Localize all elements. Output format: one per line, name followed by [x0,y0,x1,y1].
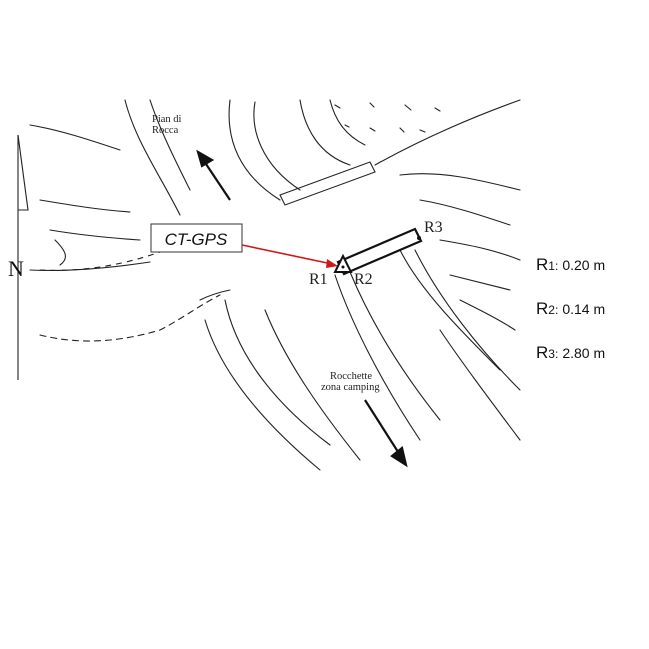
road-line [334,274,421,441]
legend-value: 0.20 m [562,257,606,273]
legend-sep: : [554,259,559,273]
north-label: N [8,256,24,281]
receiver-label-r3: R3 [424,219,443,236]
legend-value: 2.80 m [562,345,606,361]
legend-sep: : [554,303,559,317]
north-arrow [17,134,29,380]
legend-key: R [536,299,549,318]
building-outline [279,161,376,206]
contour-line [459,299,516,331]
legend-row-r1: R1:0.20 m [536,255,605,275]
contour-line [29,261,151,272]
contour-line [264,309,361,461]
station-box: CT-GPS [150,223,243,253]
direction-arrow-south [364,399,408,468]
contour-line [39,199,131,213]
contour-line [228,99,281,201]
legend-sep: : [554,347,559,361]
trail-line [39,251,161,271]
legend-key: R [536,255,549,274]
legend-row-r2: R2:0.14 m [536,299,605,319]
direction-arrow-north [196,149,231,201]
contour-line [124,99,181,216]
contour-line [299,99,351,166]
road-line [399,249,501,371]
contour-line [29,124,121,151]
contour-line [199,289,231,301]
trail-line [39,294,221,342]
contour-line [149,99,191,191]
vegetation-mark [334,102,441,133]
contour-line [374,99,521,166]
contour-line [439,239,521,261]
place-label-bottom: Rocchette zona camping [321,371,380,393]
legend-sub: 3 [548,347,555,361]
legend-sub: 1 [548,259,555,273]
contour-line [253,101,301,191]
receiver-bar [336,227,423,276]
contour-line [54,239,66,266]
road-line [439,329,521,441]
legend-sub: 2 [548,303,555,317]
road-line [349,271,441,421]
contour-line [449,274,511,291]
contour-line [204,319,321,471]
road-line [414,249,521,391]
station-pointer [241,244,338,268]
legend-value: 0.14 m [562,301,606,317]
legend-row-r3: R3:2.80 m [536,343,605,363]
legend-key: R [536,343,549,362]
contour-line [49,229,141,241]
place-label-top: Pian di Rocca [152,114,184,136]
contour-line [224,299,331,446]
receiver-label-r2: R2 [354,271,373,288]
contour-line [419,199,511,226]
gps-marker-triangle [333,253,353,273]
contour-line [399,173,521,191]
receiver-label-r1: R1 [309,271,328,288]
station-box-label: CT-GPS [165,230,228,249]
contour-line [329,99,366,146]
